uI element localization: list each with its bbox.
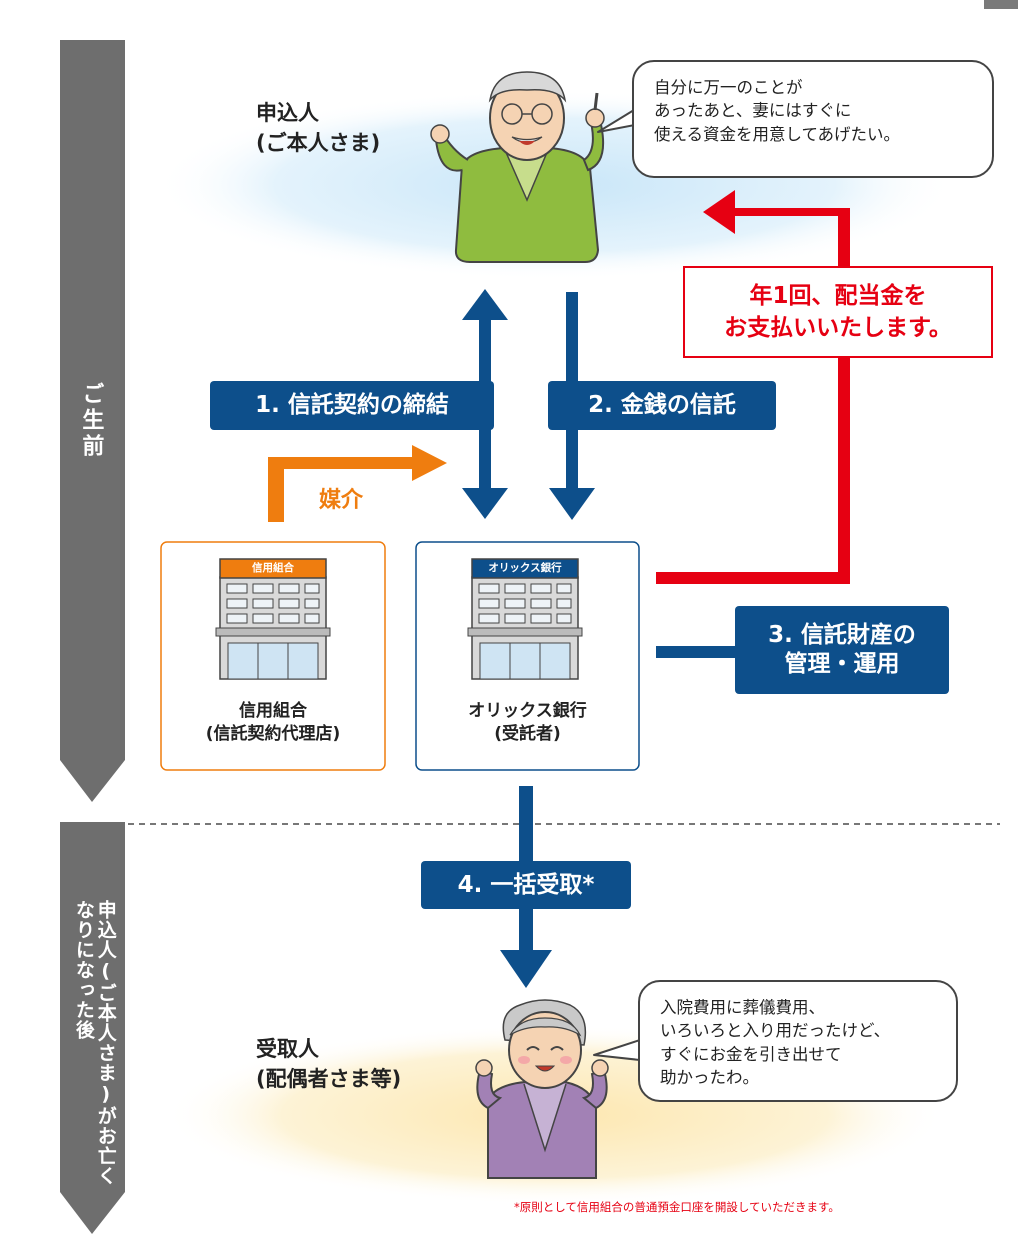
step4-lump-sum-label: 4. 一括受取* [421, 861, 631, 909]
orix-sign: オリックス銀行 [488, 562, 562, 574]
phase-band-before [60, 40, 125, 802]
phase-after-label: 申込人(ご本人さま)がお亡くなりになった後 [72, 900, 117, 1186]
page-tab-mark [984, 0, 1018, 9]
beneficiary-label: 受取人 (配偶者さま等) [256, 1037, 402, 1092]
step2-money-trust-label: 2. 金銭の信託 [548, 381, 776, 430]
applicant-label: 申込人 (ご本人さま) [256, 101, 381, 156]
mediation-arrow [268, 445, 447, 522]
beneficiary-bubble-tail [593, 1039, 641, 1061]
step3-management-label: 3. 信託財産の 管理・運用 [735, 606, 949, 694]
dividend-notice: 年1回、配当金を お支払いいたします。 [683, 266, 993, 358]
step1-contract-label: 1. 信託契約の締結 [210, 381, 494, 430]
credit-union-sign: 信用組合 [252, 562, 294, 574]
phase-band-after [60, 822, 125, 1234]
credit-union-name: 信用組合 (信託契約代理店) [205, 701, 341, 744]
beneficiary-figure [475, 999, 609, 1179]
applicant-bubble-tail [597, 109, 641, 133]
step3-connector [656, 646, 736, 658]
beneficiary-speech-bubble: 入院費用に葬儀費用、 いろいろと入り用だったけど、 すぐにお金を引き出せて 助か… [638, 980, 958, 1102]
footnote: *原則として信用組合の普通預金口座を開設していただきます。 [514, 1200, 840, 1214]
phase-before-label: ご生前 [78, 382, 104, 460]
credit-union-building-icon [215, 558, 331, 680]
applicant-figure [430, 71, 605, 263]
orix-name: オリックス銀行 (受託者) [468, 701, 587, 744]
orix-building-icon [467, 558, 583, 680]
mediation-label: 媒介 [319, 488, 364, 513]
applicant-speech-bubble: 自分に万一のことが あったあと、妻にはすぐに 使える資金を用意してあげたい。 [632, 60, 994, 178]
